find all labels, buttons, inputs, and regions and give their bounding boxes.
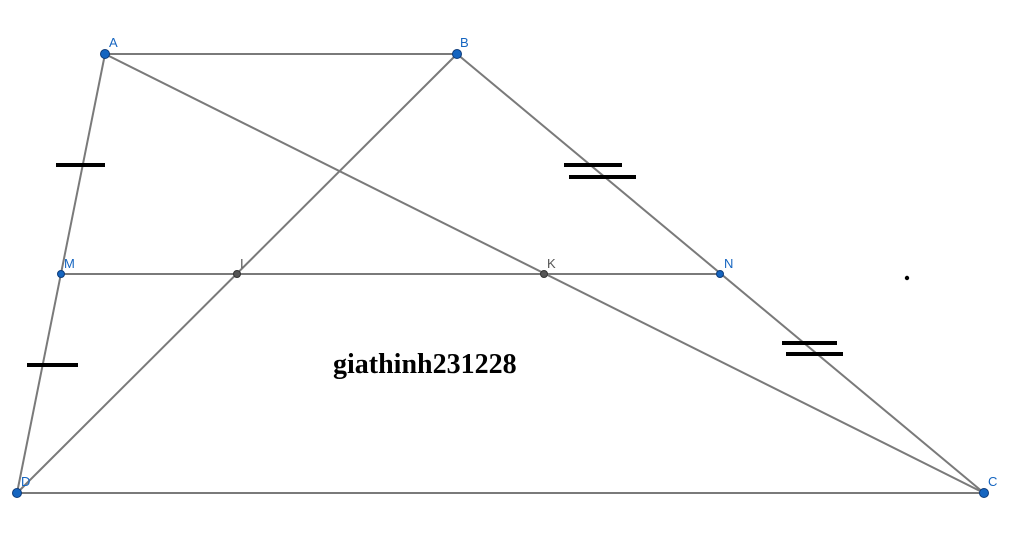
label-M: M <box>64 256 75 271</box>
label-D: D <box>21 474 30 489</box>
watermark-text: giathinh231228 <box>333 349 517 380</box>
point-D[interactable] <box>12 488 22 498</box>
point-A[interactable] <box>100 49 110 59</box>
point-M[interactable] <box>57 270 65 278</box>
label-B: B <box>460 35 469 50</box>
label-K: K <box>547 256 556 271</box>
point-N[interactable] <box>716 270 724 278</box>
point-C[interactable] <box>979 488 989 498</box>
label-A: A <box>109 35 118 50</box>
label-N: N <box>724 256 733 271</box>
point-K[interactable] <box>540 270 548 278</box>
point-B[interactable] <box>452 49 462 59</box>
label-I: I <box>240 256 244 271</box>
stray-dot <box>904 275 910 281</box>
point-I[interactable] <box>233 270 241 278</box>
label-C: C <box>988 474 997 489</box>
